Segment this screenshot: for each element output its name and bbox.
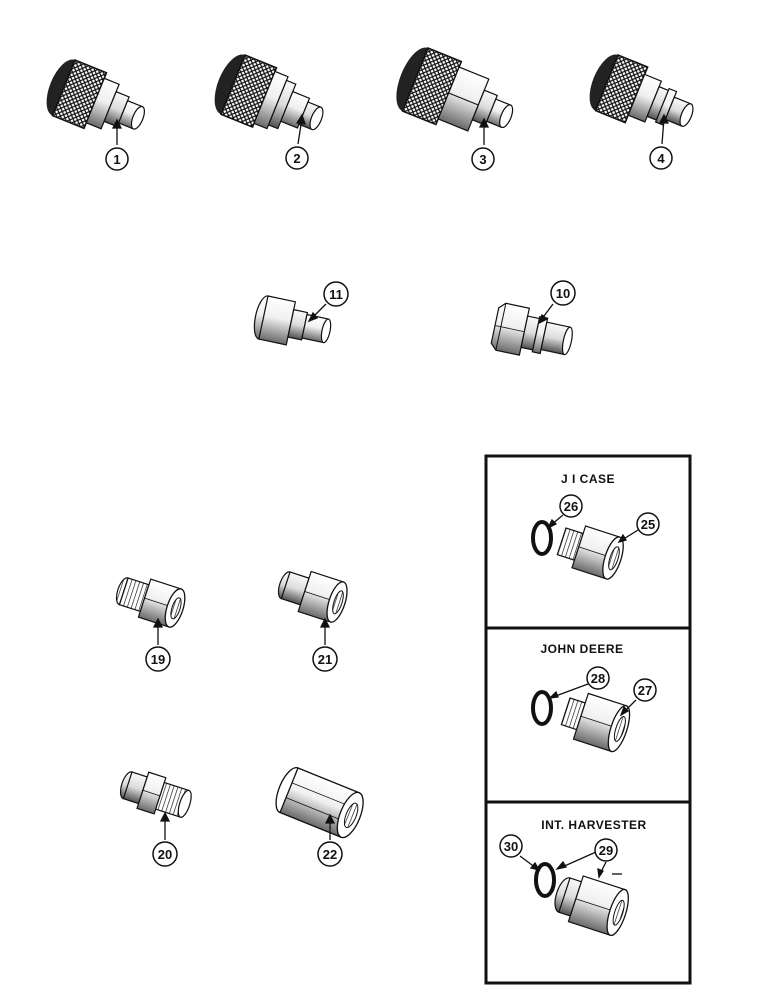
o-ring-part-30 — [534, 862, 556, 898]
callout-27: 27 — [633, 678, 657, 702]
panel-jicase: J I CASE 26 25 — [531, 472, 660, 580]
callout-4: 4 — [649, 146, 673, 170]
panel-title-jicase: J I CASE — [561, 472, 615, 486]
svg-text:4: 4 — [657, 151, 665, 166]
callout-28: 28 — [586, 666, 610, 690]
coupler-part-4 — [589, 54, 694, 127]
male-tip-part-10 — [490, 302, 573, 356]
callout-22: 22 — [317, 841, 343, 867]
callout-30: 30 — [499, 834, 523, 858]
leader-lines-row3 — [152, 617, 331, 645]
svg-text:20: 20 — [158, 847, 172, 862]
panel-title-intharvester: INT. HARVESTER — [541, 818, 646, 832]
callout-11: 11 — [323, 281, 349, 307]
leader-lines-jicase — [546, 514, 639, 544]
svg-text:25: 25 — [641, 517, 655, 532]
svg-text:22: 22 — [323, 847, 337, 862]
leader-lines-row4 — [159, 811, 336, 840]
coupling-part-29 — [554, 875, 629, 937]
panel-title-johndeere: JOHN DEERE — [540, 642, 623, 656]
o-ring-part-26 — [531, 520, 553, 556]
coupler-part-2 — [214, 54, 324, 131]
callout-10: 10 — [550, 280, 576, 306]
svg-text:28: 28 — [591, 671, 605, 686]
svg-text:26: 26 — [564, 499, 578, 514]
svg-text:10: 10 — [556, 286, 570, 301]
callout-25: 25 — [636, 512, 660, 536]
callout-20: 20 — [152, 841, 178, 867]
callout-21: 21 — [312, 646, 338, 672]
leader-lines-intharvester — [519, 851, 622, 879]
panel-intharvester: INT. HARVESTER 30 29 — [499, 818, 646, 937]
leader-lines-row1 — [111, 113, 670, 145]
svg-text:1: 1 — [113, 152, 120, 167]
adapter-part-21 — [277, 570, 348, 623]
adapter-part-19 — [115, 577, 186, 628]
adapter-part-20 — [119, 771, 192, 818]
o-ring-part-28 — [531, 690, 553, 726]
adapter-part-27 — [560, 692, 631, 753]
callout-19: 19 — [145, 646, 171, 672]
svg-text:21: 21 — [318, 652, 332, 667]
coupler-part-3 — [396, 47, 514, 132]
male-tip-part-11 — [253, 295, 332, 346]
callout-3: 3 — [471, 147, 495, 171]
coupler-part-1 — [46, 59, 145, 130]
svg-text:2: 2 — [293, 151, 300, 166]
svg-text:29: 29 — [599, 843, 613, 858]
callout-2: 2 — [285, 146, 309, 170]
leader-lines-row2 — [307, 303, 554, 325]
coupling-part-22 — [275, 767, 364, 839]
panel-johndeere: JOHN DEERE 28 27 — [531, 642, 657, 753]
svg-text:3: 3 — [479, 152, 486, 167]
adapter-part-25 — [556, 525, 624, 580]
leader-lines-johndeere — [548, 683, 637, 717]
svg-text:11: 11 — [329, 287, 343, 302]
callout-1: 1 — [105, 147, 129, 171]
callout-26: 26 — [559, 494, 583, 518]
svg-text:30: 30 — [504, 839, 518, 854]
svg-text:19: 19 — [151, 652, 165, 667]
callout-29: 29 — [594, 838, 618, 862]
svg-text:27: 27 — [638, 683, 652, 698]
